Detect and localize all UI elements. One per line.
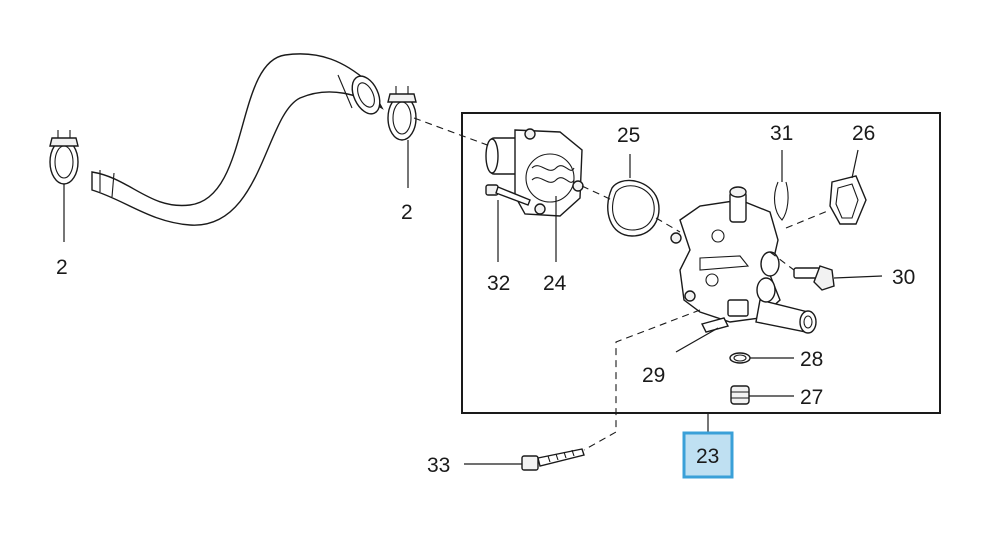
o-ring-28[interactable]	[729, 352, 751, 364]
callout-25: 25	[617, 124, 640, 147]
bolt-32[interactable]	[485, 184, 531, 206]
callout-23-highlight[interactable]: 23	[682, 431, 734, 479]
callout-2-left: 2	[56, 256, 68, 279]
thermostat-housing[interactable]	[485, 128, 584, 217]
leader-lines	[63, 140, 883, 465]
clip-31[interactable]	[773, 181, 789, 221]
callout-28: 28	[800, 348, 823, 371]
assembly-frame	[461, 112, 941, 414]
plug-27[interactable]	[730, 385, 750, 405]
water-outlet-housing[interactable]	[670, 186, 817, 334]
callout-2-right: 2	[401, 201, 413, 224]
callout-30: 30	[892, 266, 915, 289]
callout-23[interactable]: 23	[696, 445, 719, 468]
clip-29[interactable]	[700, 317, 730, 333]
hose-clamp-left[interactable]	[49, 130, 79, 185]
bolt-33[interactable]	[521, 448, 585, 471]
alignment-lines	[413, 117, 831, 451]
callout-23-box[interactable]	[682, 431, 734, 479]
hose-clamp-right[interactable]	[387, 86, 417, 141]
callout-26: 26	[852, 122, 875, 145]
callout-labels: 2 2 25 31 26 30 32 24 28 29 27 33	[56, 122, 915, 477]
callout-33: 33	[427, 454, 450, 477]
temperature-sensor-30[interactable]	[793, 265, 835, 291]
coolant-hose[interactable]	[91, 53, 385, 226]
gasket-26[interactable]	[829, 175, 867, 225]
callout-32: 32	[487, 272, 510, 295]
callout-24: 24	[543, 272, 567, 295]
callout-29: 29	[642, 364, 665, 387]
callout-27: 27	[800, 386, 823, 409]
gasket-25[interactable]	[607, 179, 660, 237]
callout-31: 31	[770, 122, 793, 145]
